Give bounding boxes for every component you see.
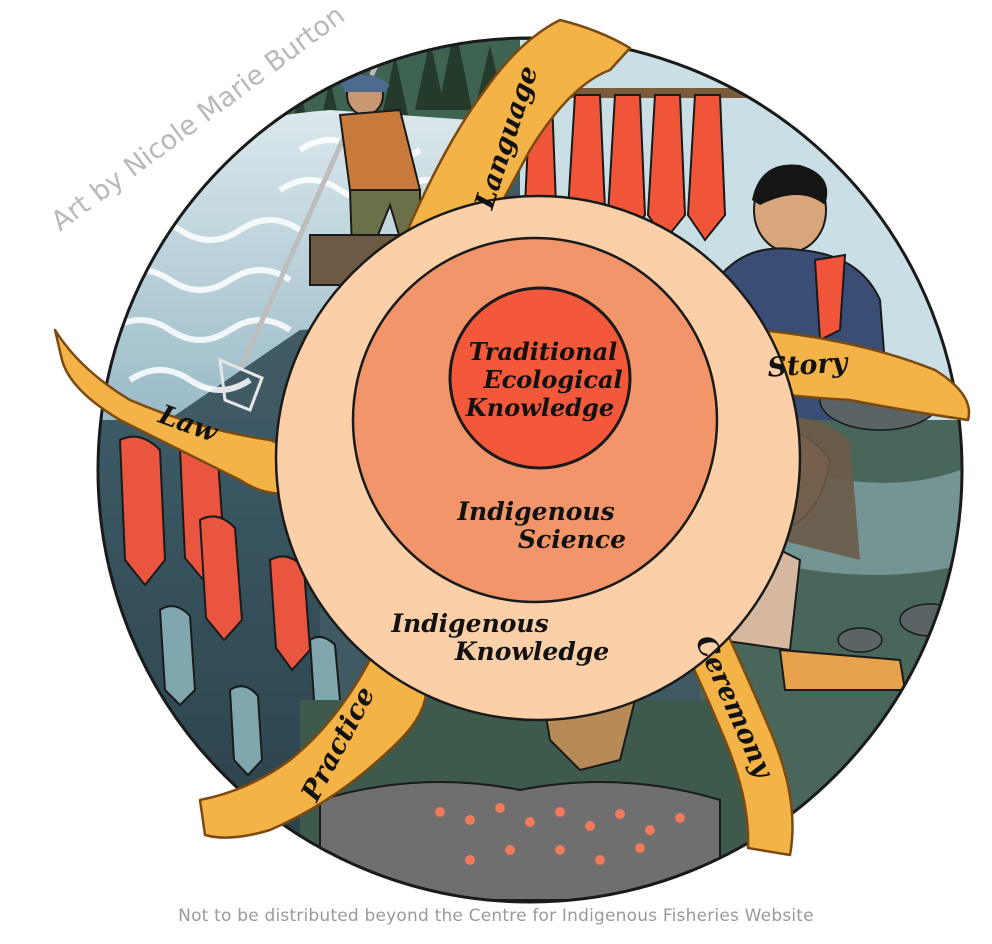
tek-line-1: Traditional	[469, 337, 618, 366]
salmon-eggs	[435, 803, 685, 865]
science-line-1: Indigenous	[456, 497, 614, 526]
knowledge-line-2: Knowledge	[454, 637, 609, 666]
knowledge-line-1: Indigenous	[390, 609, 548, 638]
swimming-salmon	[118, 435, 342, 777]
tek-line-3: Knowledge	[465, 393, 614, 422]
tek-line-2: Ecological	[482, 365, 622, 394]
wheel-outline	[96, 36, 964, 904]
drying-rack-pole	[520, 88, 840, 98]
science-line-2: Science	[518, 525, 626, 554]
ribbon-label-story: Story	[766, 347, 850, 384]
distribution-disclaimer: Not to be distributed beyond the Centre …	[178, 906, 814, 926]
hanging-salmon	[523, 94, 727, 242]
inner-circle-tek	[448, 286, 632, 470]
